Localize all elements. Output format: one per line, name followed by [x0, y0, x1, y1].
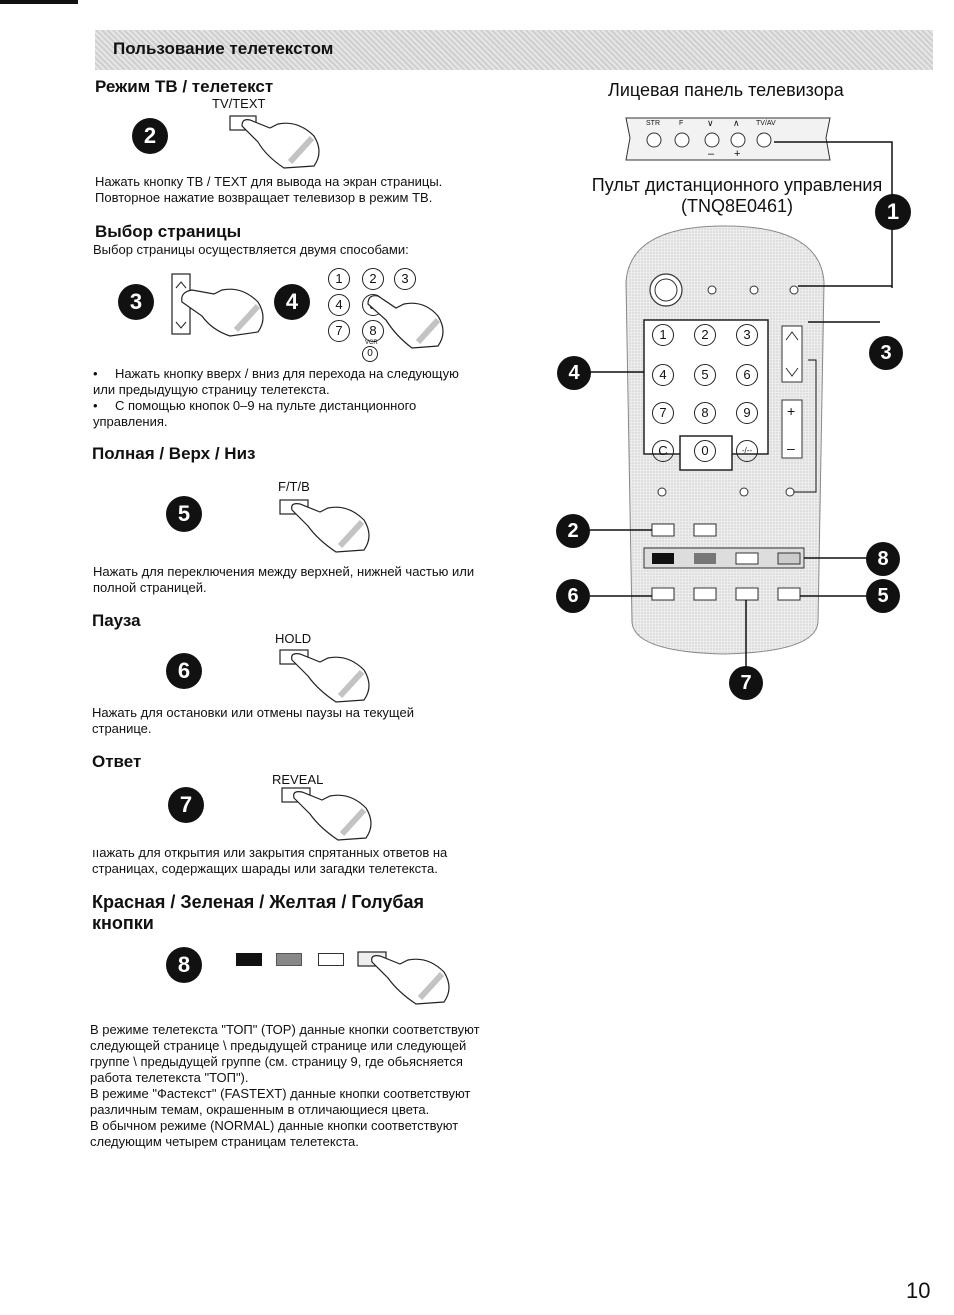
- tv-text-description: Нажать кнопку ТВ / TEXT для вывода на эк…: [95, 174, 443, 205]
- red-button-swatch: [236, 953, 262, 966]
- key-1: 1: [328, 268, 350, 290]
- page-select-subtitle: Выбор страницы осуществляется двумя спос…: [93, 242, 409, 257]
- step-badge-7: 7: [168, 787, 204, 823]
- callout-badge-5: 5: [866, 579, 900, 613]
- callout-badge-4: 4: [557, 356, 591, 390]
- page-title: Пользование телетекстом: [113, 39, 334, 58]
- front-panel-outline: [625, 117, 831, 161]
- color-buttons-para-3: В обычном режиме (NORMAL) данные кнопки …: [90, 1118, 459, 1149]
- heading-pause: Пауза: [92, 611, 141, 630]
- page-number: 10: [906, 1278, 931, 1303]
- heading-color-buttons-line1: Красная / Зеленая / Желтая / Голубая: [92, 892, 425, 912]
- section-banner: Пользование телетекстом: [95, 30, 933, 70]
- key-8: 8: [362, 320, 384, 342]
- color-buttons-description: В режиме телетекста "ТОП" (ТОР) данные к…: [90, 1022, 500, 1150]
- callout-badge-7: 7: [729, 666, 763, 700]
- remote-key-1: 1: [652, 324, 674, 346]
- hand-press-icon: [229, 115, 320, 169]
- remote-key-6: 6: [736, 364, 758, 386]
- reveal-button-label: REVEAL: [272, 772, 324, 787]
- callout-badge-8: 8: [866, 542, 900, 576]
- heading-full-top-bottom: Полная / Верх / Низ: [92, 444, 256, 463]
- page-select-bullets: •Нажать кнопку вверх / вниз для перехода…: [93, 366, 473, 430]
- remote-key-5: 5: [694, 364, 716, 386]
- step-badge-6: 6: [166, 653, 202, 689]
- up-down-keys-icon: [171, 273, 264, 337]
- top-rule: [0, 0, 78, 4]
- hold-button-label: HOLD: [275, 631, 312, 646]
- key-4: 4: [328, 294, 350, 316]
- hand-press-icon: [357, 951, 450, 1005]
- callout-leader-lines: [588, 141, 893, 670]
- key-0: 0: [362, 346, 378, 362]
- tv-front-panel: STR F ∨ ∧ TV/AV – +: [622, 114, 834, 164]
- remote-key-0: 0: [694, 440, 716, 462]
- reveal-description: ııажать для открытия или закрытия спрята…: [92, 845, 448, 876]
- remote-caption-line1: Пульт дистанционного управления: [591, 175, 883, 195]
- hand-press-icon: [281, 787, 372, 841]
- remote-minus-label: –: [787, 440, 795, 456]
- callout-badge-3: 3: [869, 336, 903, 370]
- heading-tv-text: Режим ТВ / телетекст: [95, 77, 274, 96]
- heading-page-select: Выбор страницы: [95, 222, 242, 241]
- remote-key-4: 4: [652, 364, 674, 386]
- heading-color-buttons-line2: кнопки: [92, 913, 154, 933]
- heading-color-buttons: Красная / Зеленая / Желтая / Голубая кно…: [92, 892, 424, 934]
- step-badge-3: 3: [118, 284, 154, 320]
- bullet-1-text: Нажать кнопку вверх / вниз для перехода …: [93, 366, 459, 397]
- panel-label-f: F: [679, 120, 684, 127]
- panel-plus: +: [734, 148, 741, 160]
- ftb-button-label: F/T/B: [278, 479, 310, 494]
- remote-key-9: 9: [736, 402, 758, 424]
- hand-press-icon: [279, 499, 370, 553]
- remote-keypad: 1 2 3 4 5 6 7 8 9 C 0 -/--: [652, 324, 772, 484]
- remote-key-8: 8: [694, 402, 716, 424]
- ftb-description: Нажать для переключения между верхней, н…: [93, 564, 475, 595]
- bullet-2-text: С помощью кнопок 0–9 на пульте дистанцио…: [93, 398, 417, 429]
- yellow-button-swatch: [318, 953, 344, 966]
- hand-press-icon: [367, 295, 444, 349]
- color-buttons-para-1: В режиме телетекста "ТОП" (ТОР) данные к…: [90, 1022, 480, 1085]
- tv-text-button-label: TV/TEXT: [212, 96, 266, 111]
- front-panel-caption: Лицевая панель телевизора: [608, 80, 844, 100]
- color-buttons-para-2: В режиме "Фастекст" (FASTEXT) данные кно…: [90, 1086, 471, 1117]
- panel-label-up: ∧: [733, 118, 740, 128]
- panel-label-str: STR: [646, 120, 660, 127]
- callout-badge-1: 1: [875, 194, 911, 230]
- remote-key-dash: -/--: [736, 440, 758, 462]
- panel-label-down: ∨: [707, 118, 714, 128]
- bullet-dot: •: [93, 366, 98, 381]
- step-badge-4: 4: [274, 284, 310, 320]
- callout-badge-2: 2: [556, 514, 590, 548]
- panel-minus: –: [708, 148, 715, 160]
- remote-key-3: 3: [736, 324, 758, 346]
- vcr-label: VCR: [365, 340, 378, 346]
- remote-caption-line2: (TNQ8E0461): [680, 196, 794, 216]
- pause-description: Нажать для остановки или отмены паузы на…: [92, 705, 414, 736]
- panel-label-tvav: TV/AV: [756, 120, 776, 127]
- key-3: 3: [394, 268, 416, 290]
- step-badge-8: 8: [166, 947, 202, 983]
- remote-plus-label: +: [787, 403, 796, 419]
- hand-press-icon: [279, 649, 370, 703]
- remote-key-c: C: [652, 440, 674, 462]
- heading-reveal: Ответ: [92, 752, 142, 771]
- remote-key-7: 7: [652, 402, 674, 424]
- remote-caption: Пульт дистанционного управления (TNQ8E04…: [578, 175, 896, 217]
- step-badge-5: 5: [166, 496, 202, 532]
- remote-key-2: 2: [694, 324, 716, 346]
- step-badge-2: 2: [132, 118, 168, 154]
- green-button-swatch: [276, 953, 302, 966]
- callout-badge-6: 6: [556, 579, 590, 613]
- bullet-dot: •: [93, 398, 98, 413]
- key-2: 2: [362, 268, 384, 290]
- key-7: 7: [328, 320, 350, 342]
